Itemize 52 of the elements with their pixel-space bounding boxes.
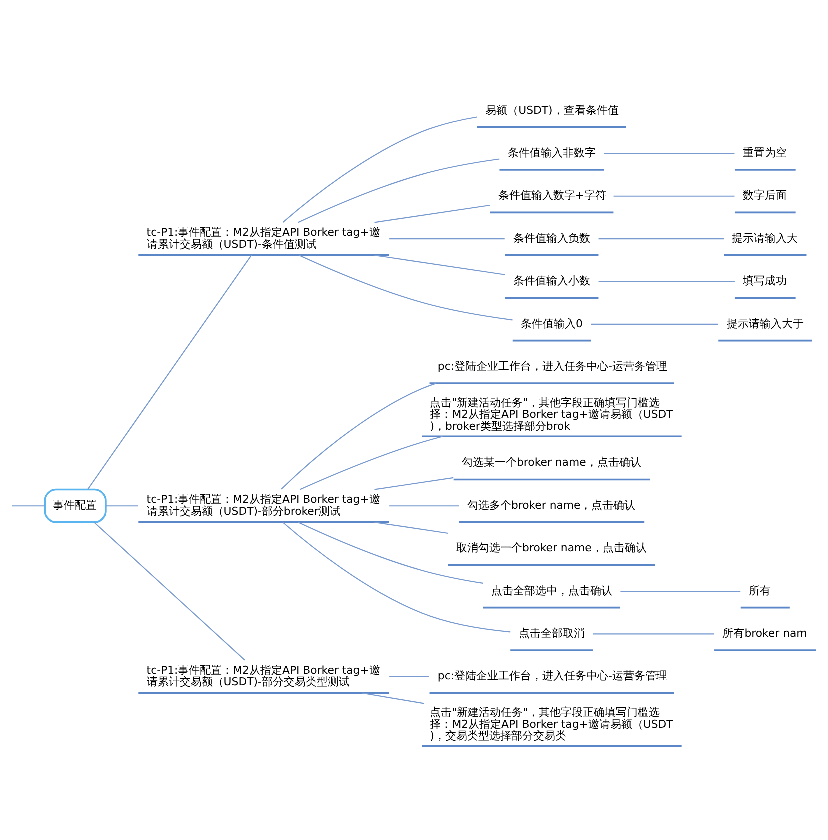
connector xyxy=(614,195,735,196)
node-text: tc-P1:事件配置：M2从指定API Borker tag+邀请累计交易额（USDT)-部分broker测试 xyxy=(146,492,380,518)
node-text: 勾选多个broker name，点击确认 xyxy=(467,498,636,512)
connector xyxy=(300,436,444,490)
connector xyxy=(88,254,252,490)
node-text: 取消勾选一个broker name，点击确认 xyxy=(456,541,647,554)
connector xyxy=(620,590,741,592)
node-text: 点击全部选中，点击确认 xyxy=(492,584,613,597)
node-text: 填写成功 xyxy=(743,274,788,288)
node-text: 提示请输入大于 xyxy=(726,316,804,330)
connector xyxy=(374,254,506,275)
connector xyxy=(390,238,505,240)
node-text: 所有 xyxy=(749,584,772,597)
connector xyxy=(298,158,500,223)
connector xyxy=(281,382,436,490)
node-text: 点击全部取消 xyxy=(518,626,585,640)
connector xyxy=(362,692,424,704)
node-text: 勾选某一个broker name，点击确认 xyxy=(462,456,642,469)
connector xyxy=(298,522,484,584)
node-text: 所有broker nam xyxy=(722,626,808,640)
connector xyxy=(374,521,448,534)
node-text: 点击"新建活动任务"，其他字段正确填写门槛选择：M2从指定API Borker tag+邀请易额（USDT)，broker类型选择部分brok xyxy=(430,396,674,432)
node-box: 事件配置 xyxy=(44,488,107,523)
node-text: 点击"新建活动任务"，其他字段正确填写门槛选择：M2从指定API Borker tag+邀请易额（USDT)，交易类型选择部分交易类 xyxy=(430,706,674,742)
connector xyxy=(106,505,138,506)
node-text: tc-P1:事件配置：M2从指定API Borker tag+邀请累计交易额（USDT)-条件值测试 xyxy=(146,225,380,250)
connector xyxy=(282,116,478,222)
connector xyxy=(390,505,460,506)
connector xyxy=(598,280,735,282)
node-text: tc-P1:事件配置：M2从指定API Borker tag+邀请累计交易额（USDT)-部分交易类型测试 xyxy=(146,663,380,688)
node-text: 条件值输入非数字 xyxy=(508,146,596,159)
node-text: 数字后面 xyxy=(743,188,788,202)
connector xyxy=(94,522,246,660)
connector xyxy=(12,505,45,506)
node-text: 易额（USDT)，查看条件值 xyxy=(486,103,619,116)
connector xyxy=(598,238,724,240)
connector xyxy=(390,676,430,677)
node-text: pc:登陆企业工作台，进入任务中心-运营务管理 xyxy=(438,359,668,372)
connector xyxy=(591,323,718,324)
node-text: 提示请输入大 xyxy=(732,231,798,244)
connector xyxy=(593,633,714,634)
connector xyxy=(374,204,490,223)
node-text: 条件值输入数字+字符 xyxy=(498,188,606,202)
node-text: pc:登陆企业工作台，进入任务中心-运营务管理 xyxy=(438,669,668,682)
connector xyxy=(298,254,513,320)
node-text: 条件值输入负数 xyxy=(513,231,590,244)
connector xyxy=(374,476,454,490)
node-text: 条件值输入0 xyxy=(521,316,583,330)
node-text: 条件值输入小数 xyxy=(513,274,590,288)
connector xyxy=(604,152,735,154)
connector xyxy=(282,522,511,632)
node-text: 重置为空 xyxy=(743,146,788,159)
